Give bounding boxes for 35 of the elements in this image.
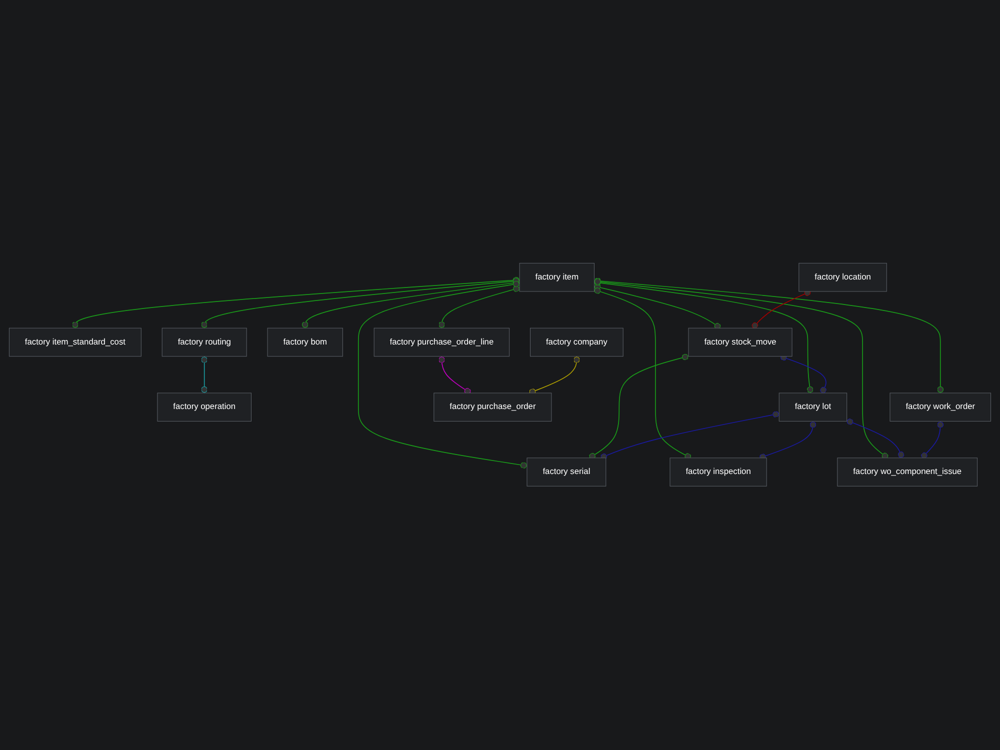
connector [594, 288, 692, 460]
connector [201, 356, 208, 394]
connector [759, 421, 816, 460]
node-box: factory lot [778, 393, 848, 422]
node-box: factory serial [526, 458, 606, 487]
node-box: factory routing [162, 328, 247, 357]
connector [438, 356, 471, 395]
connector [846, 418, 904, 459]
connector [201, 278, 520, 329]
node-box: factory location [798, 263, 887, 292]
node-box: factory item_standard_cost [8, 328, 142, 357]
connector [594, 284, 721, 330]
node-box: factory work_order [890, 393, 992, 422]
connector [528, 356, 580, 396]
node-box: factory inspection [670, 458, 767, 487]
connector [438, 286, 520, 329]
connector [921, 421, 944, 459]
node-box: factory purchase_order [434, 393, 552, 422]
connector [358, 281, 528, 469]
node-box: factory operation [157, 393, 252, 422]
connector [594, 278, 888, 460]
connector [594, 280, 814, 394]
connector [600, 411, 780, 460]
connector [780, 354, 826, 394]
connector [72, 277, 520, 329]
node-box: factory purchase_order_line [374, 328, 510, 357]
node-box: factory company [530, 328, 624, 357]
node-box: factory bom [267, 328, 343, 357]
node-box: factory item [519, 263, 594, 292]
node-box: factory stock_move [688, 328, 792, 357]
connector [594, 278, 944, 394]
connector [588, 354, 689, 460]
connector [302, 280, 520, 329]
node-box: factory wo_component_issue [837, 458, 978, 487]
connector [752, 290, 811, 329]
